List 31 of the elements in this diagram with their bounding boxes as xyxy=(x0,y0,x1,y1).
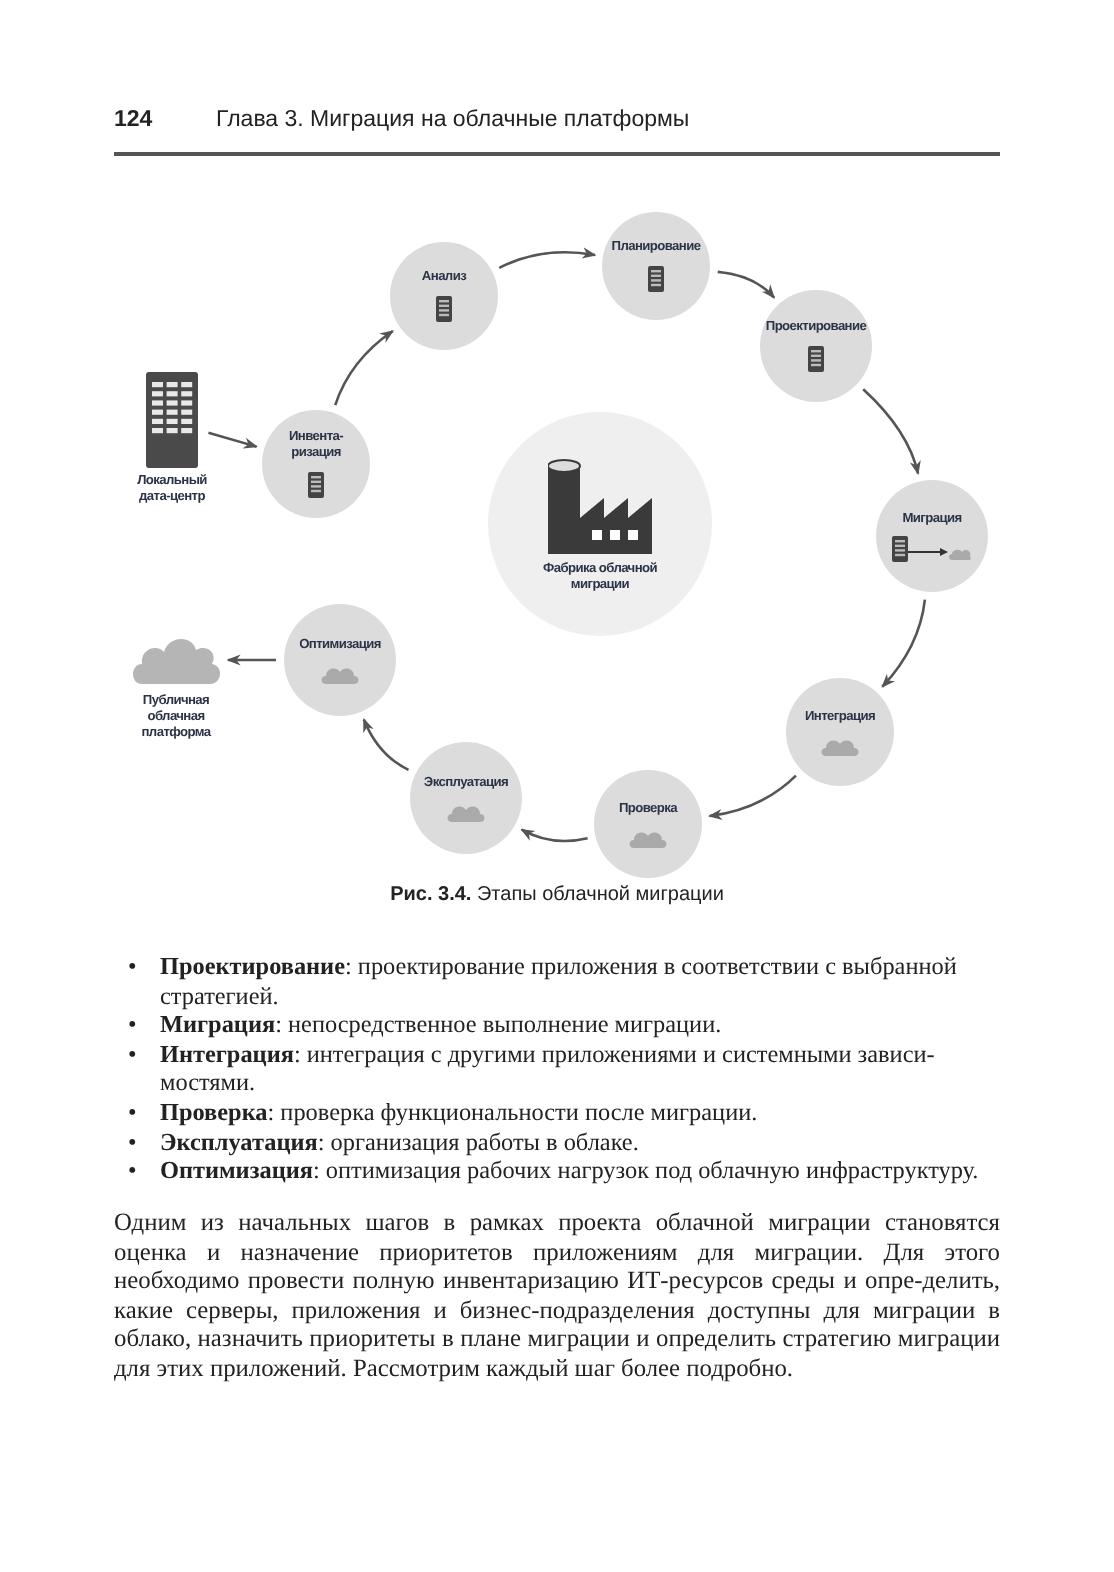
bullet-text: Эксплуатация: организация работы в облаке. xyxy=(160,1127,641,1157)
body-paragraph: Одним из начальных шагов в рамках проекта облачной миграции становятся оценка и назначение приоритетов приложениям для миграции. Для этого необходимо провести полную инвентаризацию ИТ-ресурсов среды и опре-делить, какие серверы, приложения и бизнес-подразделения доступны для миграции в облако, назначить приоритеты в плане миграции и определить стратегию миграции для этих приложений. Рассмотрим каждый шаг более подробно. xyxy=(114,1208,1000,1384)
arrow xyxy=(708,774,797,820)
step-circle xyxy=(602,212,710,320)
bullet-mark: • xyxy=(128,1097,139,1128)
arrow xyxy=(520,828,588,843)
step-circle xyxy=(390,242,498,350)
arrow xyxy=(862,388,921,475)
bullet-text: Интеграция: интеграция с другими приложениями и системными зависи-мостями. xyxy=(160,1039,937,1098)
bullet-mark: • xyxy=(128,1156,139,1186)
running-header: Глава 3. Миграция на облачные платформы xyxy=(216,108,690,132)
figure-caption: Рис. 3.4. Этапы облачной миграции xyxy=(388,884,726,906)
bullet-text: Проектирование: проектирование приложения в соответствии с выбранной стратегией. xyxy=(160,952,959,1011)
bullet-mark: • xyxy=(128,1127,139,1157)
bullet-mark: • xyxy=(128,1010,139,1040)
arrow xyxy=(208,431,258,449)
arrow xyxy=(362,718,410,771)
arrow xyxy=(881,599,927,688)
bullet-text: Миграция: непосредственное выполнение миграции. xyxy=(160,1010,724,1040)
arrow xyxy=(334,329,394,406)
step-circle xyxy=(760,290,872,402)
bullet-text: Оптимизация: оптимизация рабочих нагрузок под облачную инфраструктуру. xyxy=(160,1156,981,1186)
bullet-mark: • xyxy=(128,1039,139,1069)
arrow xyxy=(717,270,776,299)
bullet-text: Проверка: проверка функциональности после миграции. xyxy=(160,1097,760,1128)
bullet-mark: • xyxy=(128,952,139,982)
step-circle xyxy=(786,678,894,786)
arrow xyxy=(498,247,597,270)
page-number: 124 xyxy=(114,108,153,132)
arrow xyxy=(226,654,276,666)
step-circle xyxy=(594,770,702,878)
